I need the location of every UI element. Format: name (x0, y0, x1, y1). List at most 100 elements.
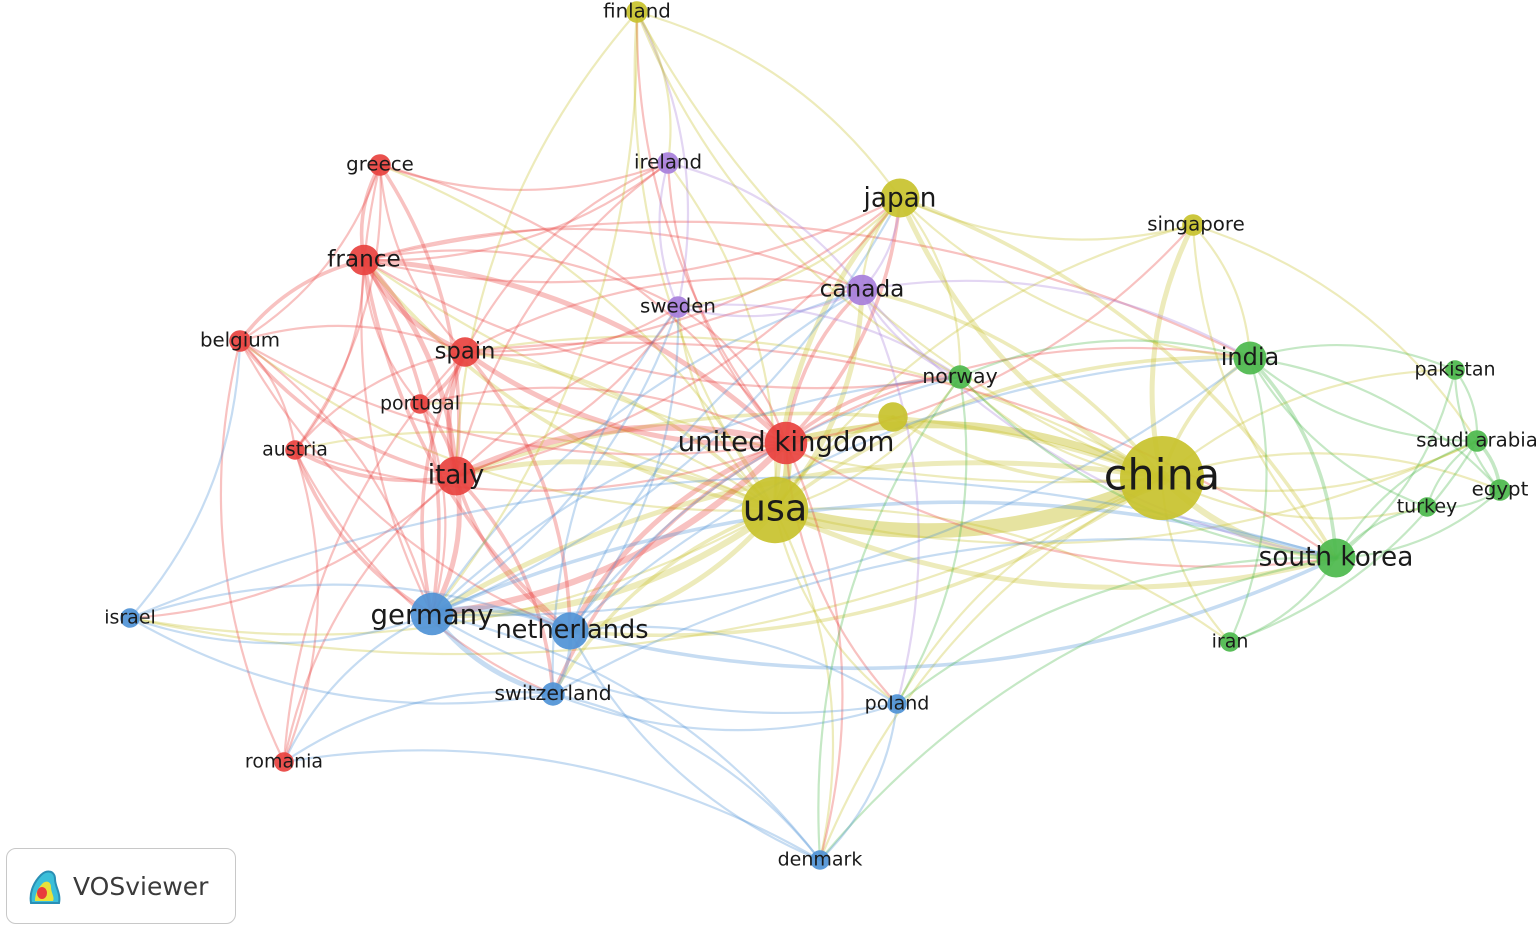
link-united-kingdom-south-korea (784, 441, 1338, 568)
link-italy-greece (378, 163, 461, 478)
label-canada: canada (820, 276, 905, 303)
link-japan-south-korea (898, 196, 1338, 560)
node-netherlands[interactable] (551, 612, 589, 650)
link-japan-sweden (676, 196, 902, 309)
node-usa[interactable] (741, 476, 809, 544)
link-italy-ireland (454, 161, 670, 478)
link-usa-austria (293, 430, 777, 512)
link-italy-israel (128, 474, 458, 620)
label-singapore: singapore (1147, 213, 1245, 236)
link-usa-germany (428, 506, 779, 618)
link-united-kingdom-germany (428, 439, 790, 618)
link-usa-south-korea (772, 507, 1339, 590)
link-canada-ireland (666, 161, 864, 292)
node-spain[interactable] (450, 337, 480, 367)
node-norway[interactable] (948, 365, 972, 389)
node-germany[interactable] (410, 592, 454, 636)
label-poland: poland (865, 693, 930, 715)
link-italy-sweden (454, 305, 680, 478)
link-usa-spain (463, 350, 777, 512)
link-italy-romania (282, 474, 458, 764)
node-iran[interactable] (1220, 632, 1240, 652)
link-belgium-netherlands (238, 339, 572, 633)
node-portugal[interactable] (410, 394, 430, 414)
node-austria[interactable] (285, 440, 305, 460)
node-poland[interactable] (887, 694, 907, 714)
link-finland-italy (454, 10, 639, 478)
node-japan[interactable] (880, 178, 920, 218)
link-japan-singapore (898, 196, 1195, 241)
node-romania[interactable] (274, 752, 294, 772)
node-unlabeled[interactable] (878, 402, 908, 432)
link-poland-denmark (818, 702, 899, 862)
label-india: india (1221, 343, 1280, 371)
link-united-kingdom-spain (462, 349, 789, 447)
node-france[interactable] (348, 244, 380, 276)
link-france-netherlands (362, 258, 572, 633)
link-usa-israel (128, 508, 777, 636)
node-israel[interactable] (120, 608, 140, 628)
node-denmark[interactable] (810, 850, 830, 870)
label-greece: greece (346, 153, 414, 176)
label-portugal: portugal (380, 393, 460, 415)
node-united-kingdom[interactable] (764, 421, 808, 465)
label-denmark: denmark (778, 849, 863, 871)
link-netherlands-norway (568, 375, 962, 633)
link-china-pakistan (1160, 368, 1457, 480)
link-france-portugal (362, 258, 422, 406)
node-canada[interactable] (846, 274, 878, 306)
node-greece[interactable] (369, 154, 391, 176)
node-belgium[interactable] (229, 330, 251, 352)
link-china-egypt (1160, 452, 1502, 492)
link-france-austria (293, 258, 366, 452)
node-south-korea[interactable] (1316, 538, 1356, 578)
link-austria-switzerland (293, 448, 555, 696)
link-united-kingdom-canada (784, 288, 864, 445)
link-greece-ireland (378, 161, 670, 192)
link-spain-canada (463, 277, 864, 354)
node-pakistan[interactable] (1445, 360, 1465, 380)
label-japan: japan (863, 184, 937, 214)
link-germany-romania (282, 612, 434, 764)
link-iran-saudi-arabia (1228, 439, 1479, 644)
node-ireland[interactable] (657, 152, 679, 174)
node-sweden[interactable] (667, 296, 689, 318)
link-united-kingdom-belgium (238, 339, 788, 456)
node-singapore[interactable] (1182, 214, 1204, 236)
link-netherlands-canada (568, 288, 864, 633)
node-turkey[interactable] (1417, 497, 1437, 517)
node-saudi-arabia[interactable] (1466, 430, 1488, 452)
link-united-kingdom-india (784, 346, 1252, 445)
link-belgium-romania (219, 339, 286, 764)
link-netherlands-south-korea (568, 556, 1338, 671)
link-spain-japan (463, 196, 902, 354)
link-canada-poland (860, 288, 920, 706)
node-finland[interactable] (626, 1, 648, 23)
link-united-kingdom-finland (635, 10, 788, 445)
link-spain-netherlands (463, 350, 572, 633)
link-spain-ireland (463, 161, 670, 354)
label-pakistan: pakistan (1414, 359, 1495, 381)
link-united-kingdom-singapore (784, 223, 1195, 445)
link-china-spain (463, 335, 1164, 480)
link-italy-japan (454, 196, 902, 478)
label-italy: italy (428, 461, 485, 491)
link-france-germany (362, 258, 441, 616)
link-austria-germany (293, 448, 434, 616)
node-china[interactable] (1120, 436, 1204, 520)
link-switzerland-south-korea (551, 538, 1338, 696)
node-egypt[interactable] (1489, 479, 1511, 501)
node-switzerland[interactable] (541, 682, 565, 706)
node-italy[interactable] (436, 456, 476, 496)
link-finland-ireland (635, 10, 672, 165)
link-united-kingdom-norway (784, 375, 962, 445)
node-india[interactable] (1233, 341, 1267, 375)
link-usa-iran (773, 507, 1232, 644)
link-spain-germany (420, 350, 467, 616)
link-israel-belgium (128, 339, 242, 620)
link-usa-france (362, 258, 777, 512)
link-usa-portugal (418, 401, 777, 512)
link-usa-singapore (773, 223, 1195, 512)
link-india-iran (1228, 356, 1268, 644)
